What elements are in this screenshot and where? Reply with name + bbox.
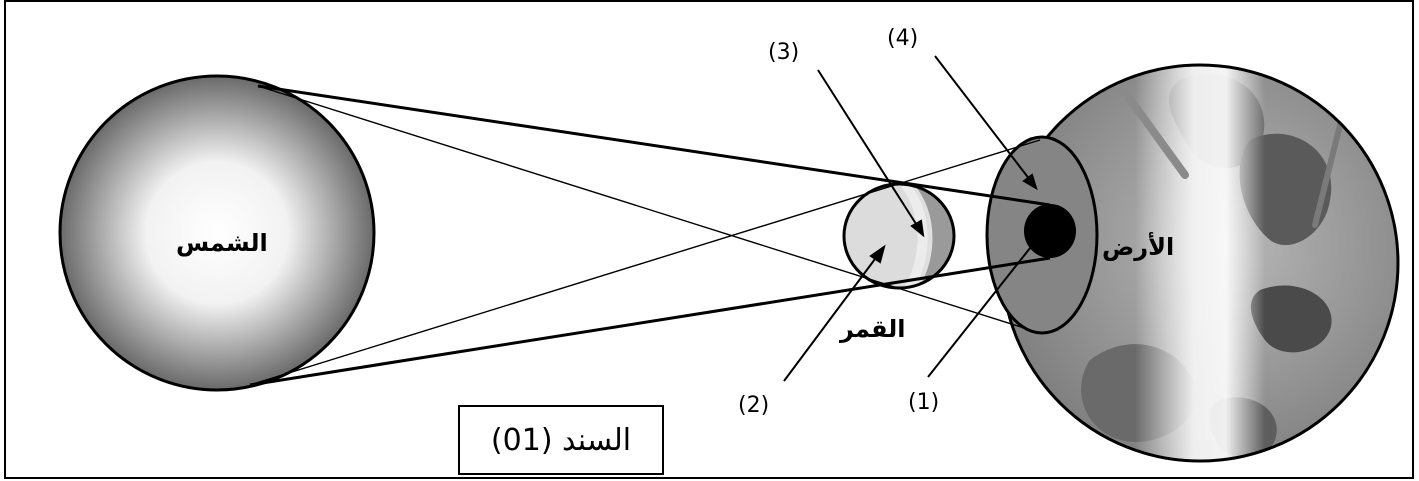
earth [1002,65,1398,461]
moon-label: القمر [840,315,906,343]
callout-1: (1) [908,390,940,415]
callout-3: (3) [768,40,800,65]
sun [58,74,376,392]
callout-4: (4) [887,26,919,51]
sun-label: الشمس [176,229,268,257]
earth-label: الأرض [1102,233,1175,261]
callout-2: (2) [738,393,770,418]
umbra-region [1024,204,1076,258]
document-label: السند (01) [458,405,664,475]
